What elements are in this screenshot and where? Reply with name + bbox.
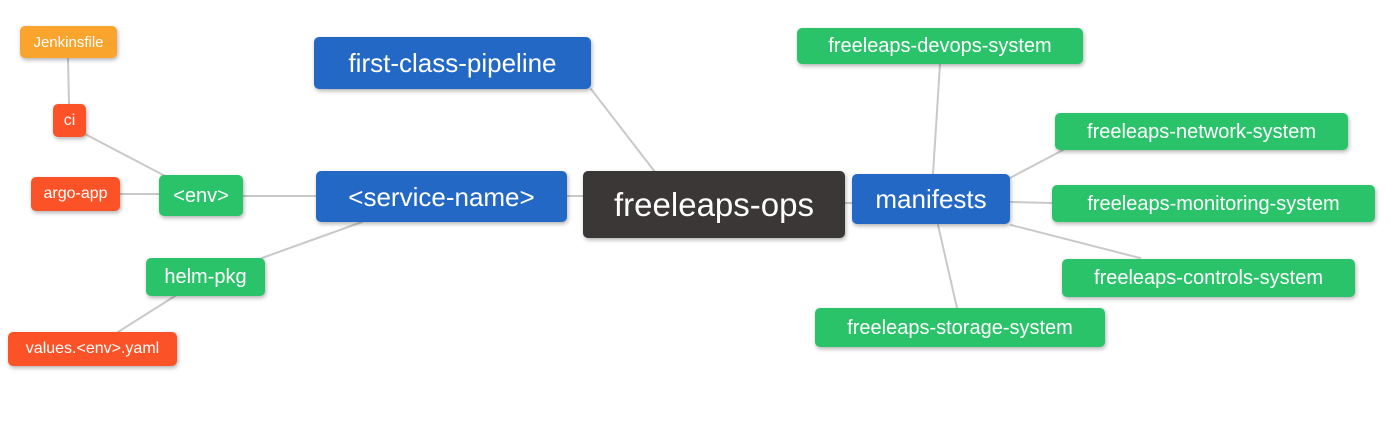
mindmap-node-argo-app[interactable]: argo-app	[31, 177, 120, 211]
edge-helm-pkg-to-values-env-yaml	[117, 295, 176, 333]
mindmap-node-values-env-yaml[interactable]: values.<env>.yaml	[8, 332, 177, 366]
mindmap-node-freeleaps-network-system[interactable]: freeleaps-network-system	[1055, 113, 1348, 150]
edge-manifests-to-freeleaps-controls-system	[1010, 224, 1141, 259]
edge-first-class-pipeline-to-freeleaps-ops	[590, 88, 656, 173]
mindmap-node-helm-pkg[interactable]: helm-pkg	[146, 258, 265, 296]
edge-service-name-to-helm-pkg	[261, 221, 363, 259]
edge-jenkinsfile-to-ci	[67, 57, 70, 105]
mindmap-node-freeleaps-devops-system[interactable]: freeleaps-devops-system	[797, 28, 1083, 64]
mindmap-node-freeleaps-ops[interactable]: freeleaps-ops	[583, 171, 845, 238]
mindmap-node-freeleaps-storage-system[interactable]: freeleaps-storage-system	[815, 308, 1105, 347]
edge-manifests-to-freeleaps-storage-system	[937, 224, 958, 309]
mindmap-node-freeleaps-monitoring-system[interactable]: freeleaps-monitoring-system	[1052, 185, 1375, 222]
edge-manifests-to-freeleaps-network-system	[1007, 149, 1064, 180]
edge-ci-to-env	[84, 133, 166, 177]
mindmap-node-service-name[interactable]: <service-name>	[316, 171, 567, 222]
mindmap-node-freeleaps-controls-system[interactable]: freeleaps-controls-system	[1062, 259, 1355, 297]
edge-manifests-to-freeleaps-devops-system	[932, 63, 941, 175]
mindmap-node-ci[interactable]: ci	[53, 104, 86, 137]
mindmap-node-manifests[interactable]: manifests	[852, 174, 1010, 224]
mindmap-node-first-class-pipeline[interactable]: first-class-pipeline	[314, 37, 591, 89]
mindmap-node-jenkinsfile[interactable]: Jenkinsfile	[20, 26, 117, 58]
edge-manifests-to-freeleaps-monitoring-system	[1010, 201, 1053, 204]
mindmap-node-env[interactable]: <env>	[159, 175, 243, 216]
